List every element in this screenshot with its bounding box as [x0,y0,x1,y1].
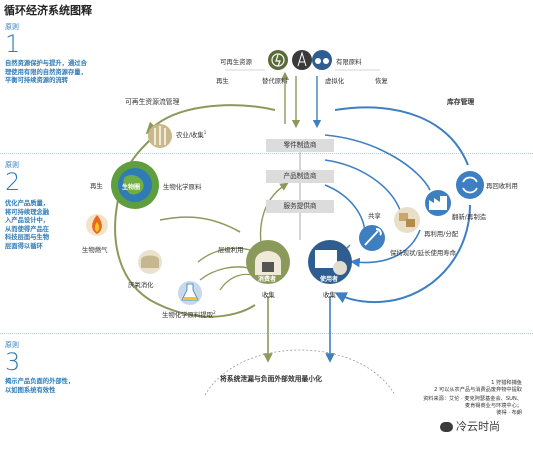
user-icon [308,240,352,284]
watermark: 冷云时尚 [440,418,500,434]
bio-loop-arrow [114,199,256,318]
watermark-text: 冷云时尚 [456,420,500,433]
principle-2-label: 原则 [5,161,19,169]
biogas-label: 生物燃气 [82,246,108,254]
principle-2-line: 入产品设计中， [5,217,50,224]
recycle-label: 再回收利用 [486,182,518,190]
virtualize-label: 虚拟化 [325,77,345,85]
anaerobic-digestion-icon [138,250,162,274]
bio-loop-arrow [219,273,256,291]
principle-3-text: 揭示产品负面的外部性， 以如图系统有效性 [5,378,74,395]
principle-2-text: 优化产品质量， 将可持续理念融 入产品设计中， 从而使得产品在 科技层面与生物 … [5,200,49,251]
tech-loop-arrow [350,229,421,268]
bio-loop-arrow [199,266,249,281]
share-icon [359,225,385,251]
biogas-icon [86,214,108,236]
footnote-line: 资料来源：艾伦 · 麦克阿瑟基金会、SUN、 [423,396,522,402]
separator [0,153,533,154]
tech-loop-arrow [324,134,431,191]
share-label: 共享 [368,212,381,220]
anaerobic-label: 厌氧消化 [128,281,154,289]
reuse-label: 再利用/分配 [424,230,459,238]
principle-3-label: 原则 [5,341,19,349]
consumer-icon [246,240,290,284]
biochem-label: 生物化学原料 [163,183,202,191]
finite-label: 有限原料 [336,58,362,66]
refurbish-icon [425,190,451,216]
principle-2-line: 将可持续理念融 [5,208,50,216]
extraction-icon [178,281,202,305]
principle-3-line: 揭示产品负面的外部性， [5,378,75,385]
principle-2-line: 科技层面与生物 [5,234,50,241]
footnote-line: 彼得 · 布朗 [496,410,522,416]
principle-2-line: 层面得以循环 [5,242,43,250]
biosphere-icon [111,161,159,209]
principle-3-number: 3 [5,348,21,376]
cascade-label: 层级利用 [218,246,244,254]
consumer-collect-label: 收集 [262,291,275,299]
bio-loop-arrow [159,216,241,233]
renewable-icon [268,50,288,70]
parts-manufacturer-box: 零件制造商 [266,139,334,152]
principle-1-line: 平衡可持续资源的流转 [5,77,68,84]
principle-1-text: 自然资源保护与提升，通过合 理使用有限的自然资源存量， 平衡可持续资源的流转 [5,60,87,86]
recycle-icon [456,171,484,199]
restore-label: 恢复 [375,77,388,85]
product-manufacturer-box: 产品制造商 [266,170,334,183]
footnote-line: 麦肯锡商业与环境中心； [464,403,522,409]
principle-1-line: 理使用有限的自然资源存量， [5,68,87,76]
minimize-arc [204,349,396,396]
substitute-label: 替代原料 [262,77,288,85]
tech-loop-arrow [334,106,469,166]
finite-materials-icon [292,50,332,70]
service-provider-box: 服务提供商 [266,200,334,213]
tech-loop-arrow [334,204,471,304]
extraction-footnote: 2 [213,310,216,315]
maintain-label: 保持现状/延长使用寿命 [390,249,457,257]
footnote-line: 1 狩猎和捕鱼 [491,380,522,386]
left-header: 可再生资源流管理 [125,98,180,106]
principle-3-line: 以如图系统有效性 [5,386,56,394]
agriculture-footnote: 1 [203,130,207,135]
principle-2-line: 从而使得产品在 [5,225,50,233]
regenerate-left-label: 再生 [90,182,103,190]
tech-loop-arrow [324,159,401,211]
bio-loop-arrow [197,247,251,263]
agriculture-icon [148,124,172,148]
right-header: 库存管理 [447,98,475,106]
agriculture-label: 农业/收集1 [176,130,206,139]
user-label: 使用者 [320,276,339,283]
principle-1-line: 自然资源保护与提升，通过合 [5,60,87,67]
reuse-icon [394,207,420,233]
footnotes: 1 狩猎和捕鱼 2 可以从农产品与消费品废弃物中提取 资料来源：艾伦 · 麦克阿… [412,380,522,417]
consumer-label: 消费者 [258,276,277,283]
refurbish-label: 翻新/再制造 [452,213,487,221]
extraction-label: 生物化学原料提取2 [162,310,216,319]
regenerate-label: 再生 [216,77,229,85]
principle-2-number: 2 [5,168,21,196]
biosphere-label: 生物圈 [122,184,141,191]
bio-loop-arrow [145,104,276,135]
principle-1-number: 1 [5,30,21,58]
footnote-line: 2 可以从农产品与消费品废弃物中提取 [434,387,522,393]
principle-2-line: 优化产品质量， [5,200,50,207]
minimize-label: 将系统泄漏与负面外部效用最小化 [220,375,322,383]
separator [0,333,533,334]
agriculture-text: 农业/收集 [176,131,204,140]
user-collect-label: 收集 [323,291,336,299]
page-title: 循环经济系统图释 [4,4,92,17]
wechat-icon [440,422,453,432]
renewable-label: 可再生资源 [220,58,252,66]
extraction-text: 生物化学原料提取 [162,311,214,320]
principle-1-label: 原则 [5,23,19,31]
